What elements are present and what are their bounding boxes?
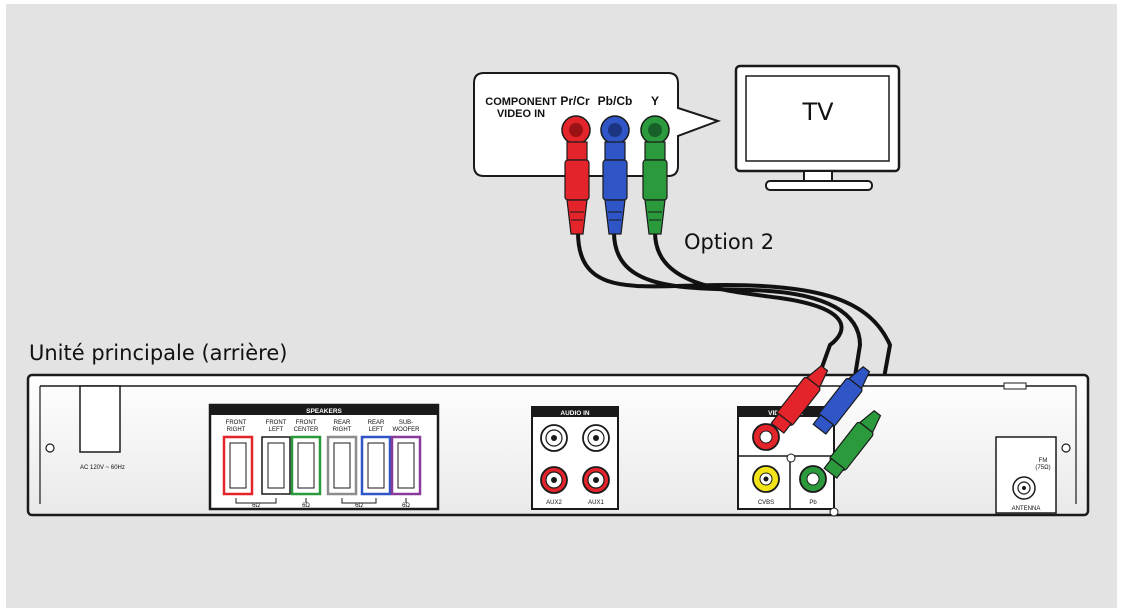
- plug-red-tv: [564, 141, 590, 235]
- aux1-left-jack: [582, 424, 610, 452]
- speaker-label-rear-left: REAR: [368, 420, 385, 426]
- audio-in-block: AUDIO IN AUX2 AUX1: [531, 406, 619, 510]
- fm-label: FM: [1039, 458, 1048, 464]
- plug-blue-tv: [602, 141, 628, 235]
- antenna-label: ANTENNA: [1012, 506, 1041, 512]
- speaker-label-front-left: FRONT: [266, 420, 287, 426]
- ohm-label: 6Ω: [302, 503, 310, 509]
- speaker-label-subwoofer-2: WOOFER: [393, 427, 421, 433]
- aux1-label: AUX1: [588, 500, 604, 506]
- plug-green-tv: [642, 141, 668, 235]
- option-label: Option 2: [684, 230, 774, 254]
- tv-jack-pr: [561, 115, 591, 145]
- ohm-label: 6Ω: [355, 503, 363, 509]
- video-out-pr-jack: [752, 423, 780, 451]
- cvbs-label: CVBS: [758, 500, 774, 506]
- component-title-1: COMPONENT: [485, 96, 557, 108]
- aux2-left-jack: [540, 424, 568, 452]
- aux2-right-jack: [540, 466, 568, 494]
- plug-green-unit: [823, 410, 882, 479]
- ac-label: AC 120V ~ 60Hz: [80, 465, 125, 471]
- tv-jack-y: [640, 115, 670, 145]
- video-out-pb-jack: [799, 465, 827, 493]
- speaker-label-front-right: FRONT: [226, 420, 247, 426]
- aux2-label: AUX2: [546, 500, 562, 506]
- speaker-label-rear-left-2: LEFT: [369, 427, 384, 433]
- antenna-jack: [1012, 476, 1036, 500]
- jack-pr-label: Pr/Cr: [560, 94, 590, 108]
- jack-pb-label: Pb/Cb: [598, 94, 633, 108]
- speaker-label-subwoofer: SUB-: [399, 420, 413, 426]
- tv-label: TV: [801, 98, 834, 126]
- plug-red-unit: [770, 365, 829, 434]
- speaker-label-front-left-2: LEFT: [269, 427, 284, 433]
- ohm-label: 6Ω: [402, 503, 410, 509]
- fm-ohm-label: (75Ω): [1035, 465, 1050, 471]
- speaker-label-rear-right-2: RIGHT: [333, 427, 352, 433]
- speaker-label-front-center: FRONT: [296, 420, 317, 426]
- tv-jack-pb: [600, 115, 630, 145]
- speaker-label-front-center-2: CENTER: [294, 427, 319, 433]
- aux1-right-jack: [582, 466, 610, 494]
- component-cable: [576, 230, 893, 402]
- main-unit-label: Unité principale (arrière): [29, 341, 287, 365]
- speakers-title: SPEAKERS: [306, 408, 342, 415]
- cvbs-jack: [752, 465, 780, 493]
- component-title-2: VIDEO IN: [497, 108, 545, 120]
- tv-icon: TV: [734, 64, 901, 191]
- pb-label: Pb: [809, 500, 817, 506]
- plug-blue-unit: [812, 366, 871, 435]
- antenna-block: FM (75Ω) ANTENNA: [995, 436, 1057, 514]
- ohm-label: 6Ω: [252, 503, 260, 509]
- speakers-block: SPEAKERS FRONT RIGHT FRONT LEFT FRONT CE…: [208, 403, 440, 511]
- jack-y-label: Y: [651, 94, 659, 108]
- audio-in-title: AUDIO IN: [560, 410, 590, 417]
- speaker-label-front-right-2: RIGHT: [227, 427, 246, 433]
- speaker-label-rear-right: REAR: [334, 420, 351, 426]
